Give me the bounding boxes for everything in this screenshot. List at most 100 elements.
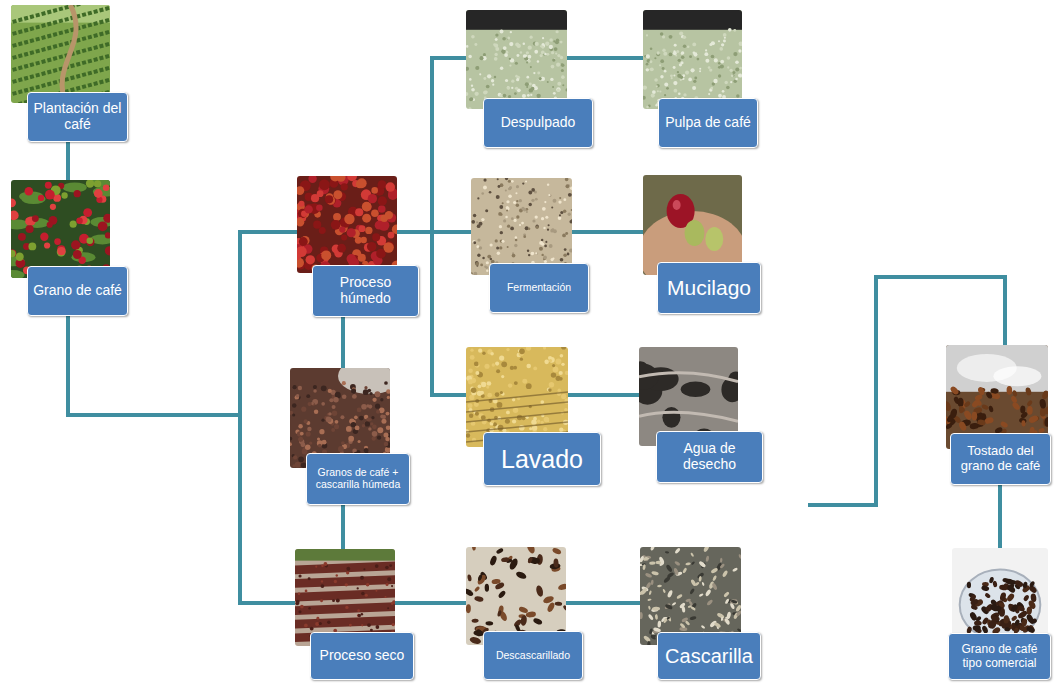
photo-grain xyxy=(669,53,673,57)
photo-grain xyxy=(490,352,494,356)
photo-grain xyxy=(491,420,494,423)
photo-grain xyxy=(724,37,726,39)
photo-grain xyxy=(361,624,363,626)
photo-grain xyxy=(368,194,377,203)
photo-grain xyxy=(508,194,512,198)
photo-grain xyxy=(484,364,489,369)
photo-grain xyxy=(45,190,55,200)
photo-grain xyxy=(528,254,530,256)
photo-grain xyxy=(545,241,547,243)
photo-grain xyxy=(507,37,510,40)
photo-grain xyxy=(552,364,555,367)
photo-grain xyxy=(718,66,721,69)
photo-grain xyxy=(321,402,325,406)
photo-grain xyxy=(475,66,479,70)
photo-grain xyxy=(569,249,572,253)
photo-grain xyxy=(349,624,352,627)
photo-grain xyxy=(387,577,391,581)
photo-band xyxy=(466,10,567,30)
photo-grain xyxy=(719,47,723,51)
photo-grain xyxy=(334,424,339,429)
photo-grain xyxy=(466,92,468,96)
photo-grain xyxy=(1012,390,1018,397)
photo-grain xyxy=(648,614,654,621)
photo-grain xyxy=(485,621,493,625)
photo-grain xyxy=(466,45,468,48)
photo-grain xyxy=(346,426,352,432)
photo-grain xyxy=(548,388,552,392)
photo-grain xyxy=(530,36,533,39)
photo-grain xyxy=(386,425,390,430)
photo-ground xyxy=(297,176,397,273)
photo-grain xyxy=(711,87,714,90)
photo-grain xyxy=(559,371,563,375)
photo-grain xyxy=(949,408,958,419)
photo-grain xyxy=(719,563,725,569)
photo-grain xyxy=(526,364,531,369)
photo-grain xyxy=(500,66,504,70)
photo-grain xyxy=(513,408,518,413)
photo-grain xyxy=(479,246,483,250)
photo-grain xyxy=(50,204,56,210)
photo-grain xyxy=(314,410,318,414)
photo-grain xyxy=(475,262,479,266)
photo-grain xyxy=(649,60,652,63)
photo-grain xyxy=(375,590,377,592)
photo-grain xyxy=(531,252,535,256)
photo-grain xyxy=(297,254,301,260)
photo-content xyxy=(952,548,1048,646)
photo-grain xyxy=(342,394,347,399)
photo-grain xyxy=(543,227,545,229)
photo-grain xyxy=(671,77,673,79)
photo-grain xyxy=(706,599,713,606)
photo-grain xyxy=(677,71,679,73)
photo-grain xyxy=(665,551,670,554)
photo-grain xyxy=(306,255,315,264)
photo-grain xyxy=(1014,579,1024,588)
photo-grain xyxy=(561,69,564,72)
photo-grain xyxy=(534,50,538,54)
photo-grain xyxy=(974,620,982,625)
photo-grain xyxy=(703,547,710,553)
glass-bowl xyxy=(960,570,1041,641)
photo-grain xyxy=(650,48,653,51)
photo-grain xyxy=(471,88,475,92)
photo-grain xyxy=(549,382,555,388)
photo-grain xyxy=(299,237,308,246)
photo-grain xyxy=(674,560,681,566)
photo-grain xyxy=(365,421,370,426)
photo-grain xyxy=(711,55,715,59)
photo-grain xyxy=(509,64,511,66)
photo-grain xyxy=(501,361,507,367)
photo-grain xyxy=(657,620,661,627)
photo-grain xyxy=(365,227,372,234)
photo-grain xyxy=(526,211,528,213)
photo-grain xyxy=(528,60,530,62)
photo-grain xyxy=(18,233,26,241)
photo-grain xyxy=(499,246,502,249)
photo-grain xyxy=(539,241,543,245)
photo-grain xyxy=(479,56,483,60)
photo-grain xyxy=(560,41,563,44)
photo-grain xyxy=(567,253,570,256)
process-step: Pulpa de café xyxy=(643,10,758,148)
photo-grain xyxy=(728,28,732,32)
photo-grain xyxy=(496,369,500,373)
photo-grain xyxy=(1022,581,1028,589)
photo-grain xyxy=(471,85,473,87)
photo-grain xyxy=(733,52,737,56)
process-photo xyxy=(297,176,397,273)
photo-grain xyxy=(298,201,304,207)
photo-grain xyxy=(656,84,660,88)
photo-grain xyxy=(718,74,721,77)
process-step: Plantación del café xyxy=(11,5,128,142)
photo-grain xyxy=(338,446,344,452)
photo-grain xyxy=(466,587,474,597)
water-ripple xyxy=(466,392,568,402)
process-photo xyxy=(643,175,742,275)
photo-grain xyxy=(370,422,373,425)
photo-grain xyxy=(468,55,471,58)
photo-grain xyxy=(332,405,336,409)
photo-grain xyxy=(698,576,702,582)
photo-grain xyxy=(469,636,482,645)
